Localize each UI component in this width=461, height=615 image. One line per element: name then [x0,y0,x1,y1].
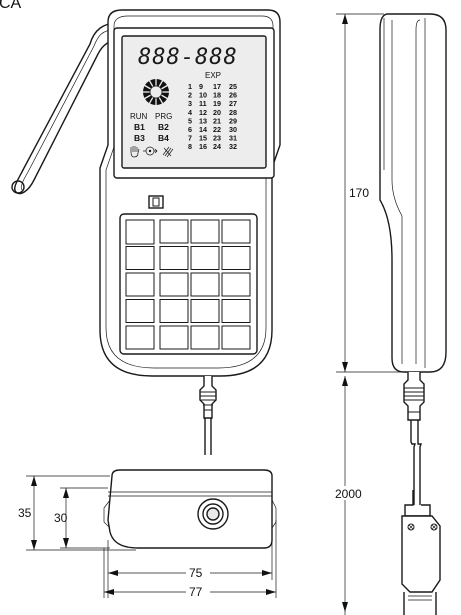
dimension-height-label: 170 [349,186,369,200]
lcd-channel-number: 20 [213,108,221,117]
keypad-key[interactable] [190,219,220,244]
lcd-screen [121,35,267,169]
lcd-channel-number: 27 [229,99,237,108]
dimension-depth-inner-label: 30 [54,511,68,525]
lcd-segment-display: 888-888 [138,45,238,70]
keypad-key[interactable] [159,299,189,323]
lcd-channel-number: 14 [199,125,207,134]
hand-symbol-icon [130,146,140,158]
keypad-key[interactable] [221,272,251,297]
keypad-key[interactable] [190,299,220,323]
lcd-channel-number: 30 [229,125,237,134]
rotate-symbol-icon [143,146,158,156]
keypad-key[interactable] [159,325,189,350]
keypad-key[interactable] [190,325,220,350]
lcd-channel-number: 5 [188,116,192,125]
figure-label: CA [0,0,22,12]
lcd-channel-number: 9 [199,82,203,91]
lcd-channel-number: 12 [199,108,207,117]
dsub-connector [401,515,441,615]
lcd-channel-number: 22 [213,125,221,134]
mode-switch[interactable] [148,195,164,209]
lcd-channel-number: 23 [213,134,221,143]
lcd-channel-number: 18 [213,91,221,100]
lcd-channel-number: 25 [229,82,237,91]
lcd-exp-label: EXP [205,71,221,80]
lcd-channel-number: 11 [199,99,207,108]
keypad-key[interactable] [190,246,220,270]
lcd-channel-number: 31 [229,134,237,143]
keypad-key[interactable] [221,219,251,244]
lcd-channel-number: 19 [213,99,221,108]
lcd-channel-number: 24 [213,142,221,151]
lcd-channel-number: 6 [188,125,192,134]
keypad-key[interactable] [125,299,155,323]
bottom-view [103,469,277,549]
keypad-key[interactable] [221,325,251,350]
keypad-key[interactable] [125,219,155,245]
keypad-key[interactable] [125,325,155,350]
keypad-key[interactable] [125,246,155,270]
lcd-channel-number: 15 [199,134,207,143]
lcd-b3-label: B3 [134,133,145,143]
lcd-b2-label: B2 [158,122,169,132]
lcd-b1-label: B1 [134,122,145,132]
side-view [379,13,447,615]
lcd-run-label: RUN [130,112,148,121]
lcd-channel-number: 21 [213,116,221,125]
lcd-channel-number: 29 [229,116,237,125]
lcd-channel-number: 17 [213,82,221,91]
lcd-channel-number: 3 [188,99,192,108]
cable-port [197,498,229,530]
lcd-channel-number: 1 [188,82,192,91]
lcd-channel-number: 4 [188,108,192,117]
lcd-channel-number: 7 [188,134,192,143]
lcd-channel-number: 8 [188,142,192,151]
bottom-body [107,469,273,549]
keypad-key[interactable] [190,272,220,297]
dimension-width-outer-label: 77 [189,585,203,599]
lcd-channel-number: 26 [229,91,237,100]
keypad [125,219,251,350]
keypad-key[interactable] [159,219,189,244]
dimension-lines [26,13,404,615]
signal-symbol-icon [162,146,174,158]
dimension-depth-outer-label: 35 [18,506,32,520]
keypad-key[interactable] [159,272,189,297]
lcd-circular-indicator [142,78,170,106]
lcd-b4-label: B4 [158,133,169,143]
lcd-channel-number: 16 [199,142,207,151]
lcd-channel-number: 13 [199,116,207,125]
lcd-channel-number: 32 [229,142,237,151]
lcd-prg-label: PRG [155,112,172,121]
lcd-number-grid: 1234567891011121314151617181920212223242… [188,82,237,151]
keypad-key[interactable] [125,272,155,297]
side-body [379,13,447,373]
keypad-key[interactable] [159,246,189,270]
side-cable [404,420,431,517]
dimension-width-inner-label: 75 [189,566,203,580]
dimension-cable-label: 2000 [335,487,362,501]
keypad-key[interactable] [221,299,251,323]
side-strain-relief [403,372,425,421]
front-view: 888-888 EXP 1234567891011121314151617181… [11,9,281,455]
lcd-channel-number: 10 [199,91,207,100]
cable-strain-relief [199,376,217,455]
keypad-key[interactable] [221,246,251,270]
lcd-channel-number: 28 [229,108,237,117]
lcd-channel-number: 2 [188,91,192,100]
